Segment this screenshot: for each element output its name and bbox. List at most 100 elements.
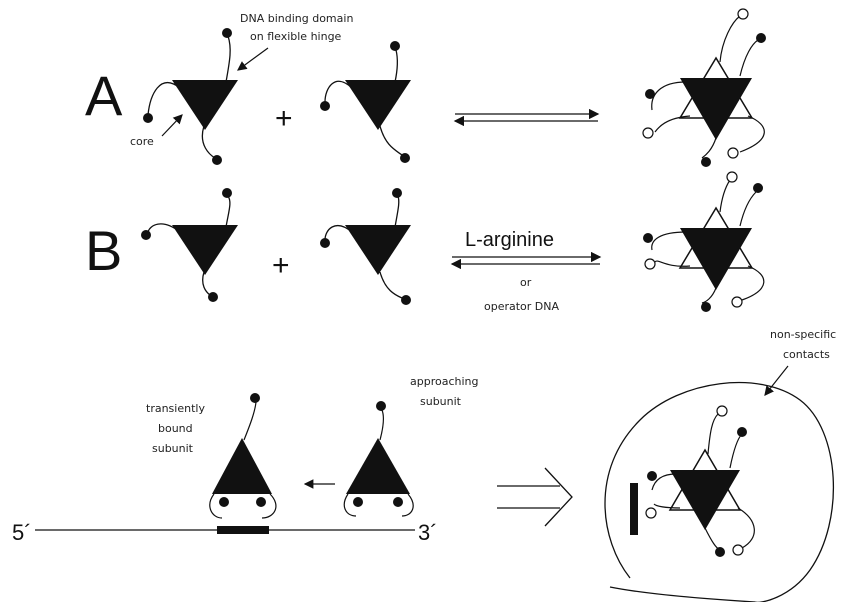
operator-site xyxy=(630,483,638,535)
flexible-hinge xyxy=(719,179,731,213)
flexible-hinge xyxy=(707,413,719,455)
flexible-hinge xyxy=(225,195,231,228)
implies-arrow xyxy=(497,467,573,527)
bound-label: bound xyxy=(158,422,193,435)
dna-binding-domain xyxy=(401,295,411,305)
dna-binding-domain-open xyxy=(731,296,743,308)
dna-binding-domain xyxy=(647,471,657,481)
core-triangle xyxy=(346,438,410,494)
flexible-hinge xyxy=(729,433,743,469)
approaching-subunit-label: subunit xyxy=(420,395,462,408)
panel-a-letter: A xyxy=(85,64,123,127)
flexible-hinge xyxy=(201,125,216,159)
monomer-subunit xyxy=(320,188,411,305)
plus-sign: + xyxy=(272,249,290,282)
flexible-hinge xyxy=(651,473,677,491)
flexible-hinge xyxy=(401,493,414,517)
dna-binding-domain xyxy=(393,497,403,507)
hexamer-complex xyxy=(642,8,766,167)
plus-sign: + xyxy=(275,102,293,135)
dna-binding-domain-open xyxy=(716,405,728,417)
dna-binding-domain-open xyxy=(726,171,738,183)
dna-binding-domain xyxy=(320,101,330,111)
dna-binding-domain xyxy=(392,188,402,198)
dna-binding-domain xyxy=(353,497,363,507)
operator-dna-label: operator DNA xyxy=(484,300,560,313)
flexible-hinge xyxy=(379,409,384,441)
dna-binding-domain xyxy=(141,230,151,240)
dna-binding-domain xyxy=(222,188,232,198)
flexible-hinge xyxy=(324,80,353,103)
dna-binding-domain-open xyxy=(642,127,654,139)
flexible-hinge xyxy=(202,271,211,296)
dna-binding-domain xyxy=(715,547,725,557)
dna-binding-domain xyxy=(390,41,400,51)
dna-binding-domain xyxy=(208,292,218,302)
core-label: core xyxy=(130,135,154,148)
dna-binding-domain xyxy=(376,401,386,411)
three-prime-label: 3´ xyxy=(418,520,438,545)
flexible-hinge xyxy=(654,260,691,267)
dna-binding-domain-open xyxy=(727,147,739,159)
five-prime-label: 5´ xyxy=(12,520,32,545)
pointer-arrow xyxy=(161,114,183,137)
approaching-label: approaching xyxy=(410,375,479,388)
flexible-hinge xyxy=(261,493,277,519)
flexible-hinge xyxy=(719,15,741,63)
core-triangle xyxy=(345,80,411,130)
monomer-subunit xyxy=(141,188,238,302)
flexible-hinge xyxy=(343,493,357,517)
hexamer-complex xyxy=(643,171,765,312)
equilibrium-arrows xyxy=(450,251,602,270)
dna-binding-domain-open xyxy=(732,544,744,556)
core-triangle xyxy=(212,438,272,494)
contacts-label: contacts xyxy=(783,348,830,361)
dna-binding-domain xyxy=(701,157,711,167)
or-label: or xyxy=(520,276,532,289)
core-triangle xyxy=(172,225,238,275)
dna-binding-domain xyxy=(143,113,153,123)
transiently-label: transiently xyxy=(146,402,205,415)
l-arginine-label: L-arginine xyxy=(465,229,554,251)
monomer-subunit xyxy=(320,41,411,163)
operator-site xyxy=(217,526,269,534)
flexible-hinge xyxy=(739,39,759,77)
dna-binding-domain xyxy=(737,427,747,437)
flexible-hinge xyxy=(147,223,181,233)
flexible-hinge xyxy=(225,35,231,83)
dna-binding-domain xyxy=(701,302,711,312)
core-triangle xyxy=(680,78,752,140)
core-triangle xyxy=(345,225,411,275)
equilibrium-arrows xyxy=(453,108,600,127)
dna-binding-domain xyxy=(320,238,330,248)
flexible-hinge xyxy=(737,507,755,549)
dna-binding-domain xyxy=(250,393,260,403)
dna-binding-domain xyxy=(643,233,653,243)
dna-binding-domain xyxy=(400,153,410,163)
flexible-hinge xyxy=(654,115,691,133)
flexible-hinge xyxy=(394,195,400,228)
wrapped-dna xyxy=(609,586,756,602)
core-triangle xyxy=(172,80,238,130)
flexible-hinge xyxy=(243,401,257,441)
bound-subunit xyxy=(209,393,277,519)
flexible-hinge xyxy=(651,81,687,111)
flexible-hinge xyxy=(147,82,181,116)
dna-binding-domain-open xyxy=(737,8,749,20)
flexible-hinge xyxy=(701,137,717,159)
transient-subunit-label: subunit xyxy=(152,442,194,455)
flexible-hinge-label: on flexible hinge xyxy=(250,30,342,43)
flexible-hinge xyxy=(651,231,687,251)
flexible-hinge xyxy=(209,493,223,519)
flexible-hinge xyxy=(379,271,403,299)
non-specific-label: non-specific xyxy=(770,328,836,341)
core-triangle xyxy=(680,228,752,290)
flexible-hinge xyxy=(704,527,721,551)
flexible-hinge xyxy=(739,115,765,153)
dna-binding-domain xyxy=(753,183,763,193)
flexible-hinge xyxy=(379,125,403,156)
dna-binding-domain xyxy=(219,497,229,507)
core-triangle xyxy=(670,470,740,530)
dna-binding-domain-label: DNA binding domain xyxy=(240,12,353,25)
